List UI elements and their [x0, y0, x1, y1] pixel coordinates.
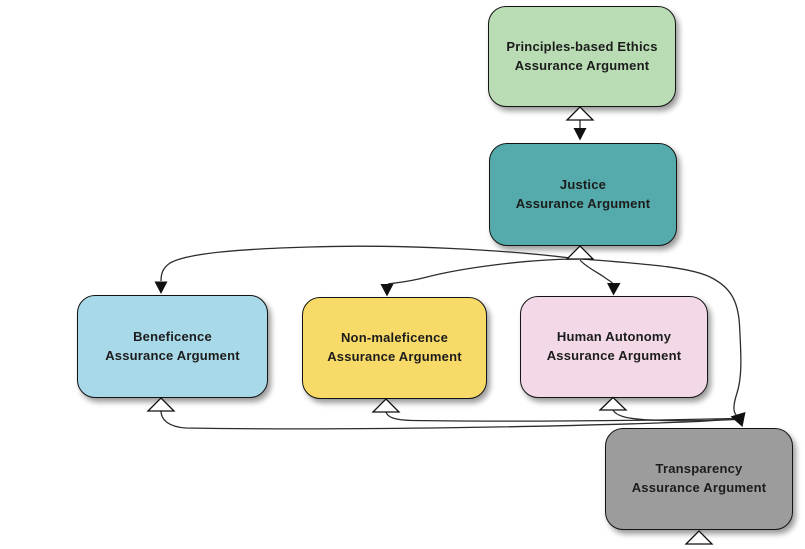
- edge-human-autonomy-transparency: [612, 409, 737, 422]
- solid-arrowhead-into-transparency: [730, 412, 746, 427]
- edge-beneficence-transparency: [160, 410, 736, 430]
- node-label-line1: Principles-based Ethics: [506, 38, 658, 54]
- node-label-line1: Human Autonomy: [556, 329, 672, 345]
- hollow-triangle-under-human-autonomy: [598, 396, 628, 411]
- node-label-line2: Assurance Argument: [105, 347, 240, 363]
- node-label-line2: Assurance Argument: [546, 348, 682, 363]
- node-human-autonomy: Human Autonomy Assurance Argument: [520, 296, 708, 398]
- hollow-triangle-under-justice: [565, 245, 595, 260]
- node-label-line1: Beneficence: [133, 328, 212, 344]
- edge-justice-beneficence: [160, 245, 579, 282]
- node-justice: Justice Assurance Argument: [489, 143, 677, 246]
- solid-arrowhead-into-human-autonomy: [607, 283, 621, 296]
- node-label-line1: Transparency: [655, 461, 743, 477]
- edge-justice-non-maleficence: [387, 258, 580, 285]
- hollow-triangle-under-principles: [565, 106, 595, 121]
- node-label-line2: Assurance Argument: [327, 349, 462, 364]
- node-transparency: Transparency Assurance Argument: [605, 428, 793, 530]
- edge-non-maleficence-transparency: [385, 411, 737, 422]
- node-label-line1: Justice: [559, 176, 607, 192]
- node-label-line2: Assurance Argument: [515, 195, 651, 211]
- node-non-maleficence: Non-maleficence Assurance Argument: [302, 297, 487, 399]
- hollow-triangle-under-transparency: [684, 530, 714, 545]
- edge-justice-human-autonomy: [579, 259, 613, 284]
- solid-arrowhead-into-justice: [573, 128, 587, 141]
- solid-arrowhead-into-beneficence: [154, 281, 168, 294]
- node-label-line2: Assurance Argument: [514, 57, 650, 73]
- node-principles-based-ethics: Principles-based Ethics Assurance Argume…: [488, 6, 676, 107]
- node-beneficence: Beneficence Assurance Argument: [77, 295, 268, 398]
- node-label-line2: Assurance Argument: [631, 480, 767, 495]
- solid-arrowhead-into-non-maleficence: [380, 284, 394, 297]
- node-label-line1: Non-maleficence: [340, 330, 449, 346]
- hollow-triangle-under-beneficence: [146, 397, 176, 412]
- hollow-triangle-under-non-maleficence: [371, 398, 401, 413]
